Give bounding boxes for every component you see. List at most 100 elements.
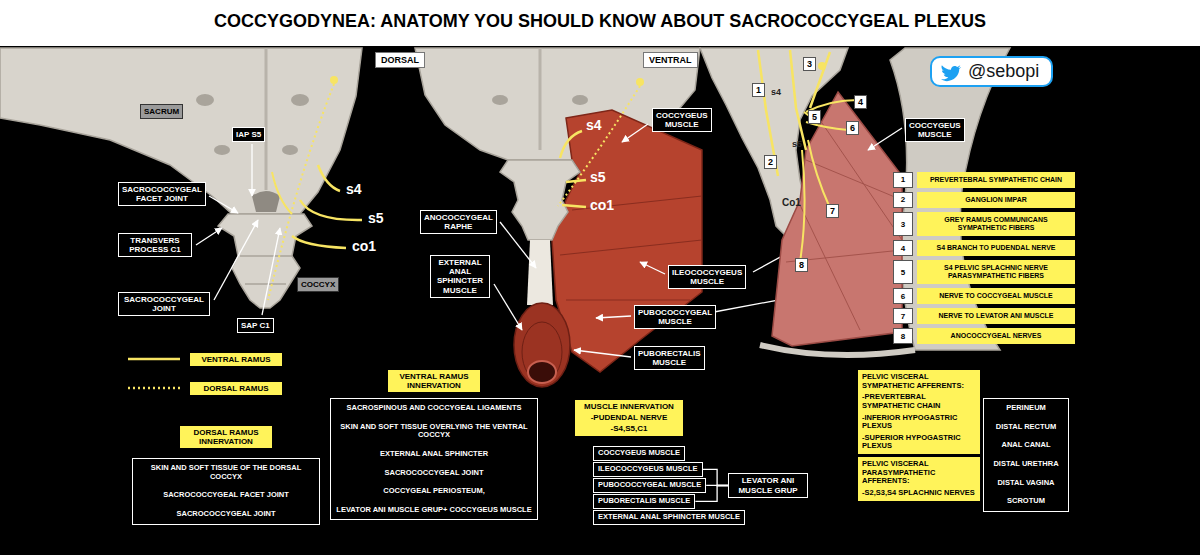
box-text: PUBOCOCCYGEAL MUSCLE xyxy=(638,308,712,326)
nerve-root-label: Co1 xyxy=(782,198,801,208)
dorsal-sacrum-figure xyxy=(0,48,362,315)
box-text: 3 xyxy=(901,220,905,229)
section-heading: VENTRAL RAMUS INNERVATION xyxy=(388,370,480,392)
bone-label: SACRUM xyxy=(140,104,183,119)
box-text: 1 xyxy=(756,85,761,95)
box-text: -INFERIOR HYPOGASTRIC PLEXUS xyxy=(862,414,976,431)
callout-number: 1 xyxy=(752,83,765,97)
box-text: 2 xyxy=(901,195,905,204)
box-text: SKIN AND SOFT TISSUE OVERLYING THE VENTR… xyxy=(336,423,532,440)
box-text: COCCYX xyxy=(301,280,335,289)
key-number: 4 xyxy=(893,240,913,256)
box-text: 6 xyxy=(901,292,905,301)
box-text: COCCYGEUS MUSCLE xyxy=(656,111,708,129)
box-text: 8 xyxy=(799,260,804,270)
bone-label: SAP C1 xyxy=(237,318,274,333)
section-heading: PELVIC VISCERAL PARASYMPATHETIC AFFERENT… xyxy=(858,457,980,501)
leader-line xyxy=(251,144,252,196)
box-text: LEVATOR ANI MUSCLE GRUP+ COCCYGEUS MUSCL… xyxy=(336,506,532,515)
box-text: DORSAL RAMUS INNERVATION xyxy=(183,428,269,446)
foramen-dot xyxy=(636,78,644,86)
muscle-label: PUBOCOCCYGEAL MUSCLE xyxy=(634,305,716,329)
box-text: COCCYGEUS MUSCLE xyxy=(598,449,680,458)
callout-number: 4 xyxy=(854,95,867,109)
section-heading: DORSAL RAMUS INNERVATION xyxy=(180,426,272,448)
anal-sphincter xyxy=(514,303,570,387)
box-text: EXTERNAL ANAL SPHINCTER xyxy=(336,450,532,459)
callout-number: 6 xyxy=(846,121,859,135)
legend-line-sample xyxy=(128,381,180,395)
box-text: -SUPERIOR HYPOGASTRIC PLEXUS xyxy=(862,434,976,451)
leader-line xyxy=(500,222,536,268)
callout-number: 3 xyxy=(803,57,816,71)
legend-entry: DORSAL RAMUS xyxy=(128,381,282,395)
sacral-foramen xyxy=(291,94,309,106)
box-text: 4 xyxy=(858,97,863,107)
nerve-root-label: s4 xyxy=(771,88,781,97)
muscle-item: ILEOCOCCYGEUS MUSCLE xyxy=(593,462,703,477)
box-text: SACROSPINOUS AND COCCYGEAL LIGAMENTS xyxy=(336,404,532,413)
muscle-item: COCCYGEUS MUSCLE xyxy=(593,446,685,461)
box-text: MUSCLE INNERVATION xyxy=(578,402,680,411)
muscle-border xyxy=(786,120,902,330)
sacral-foramen xyxy=(572,95,588,105)
sacral-foramen xyxy=(492,95,508,105)
box-text: VENTRAL RAMUS INNERVATION xyxy=(391,372,477,390)
sacrum-bone xyxy=(0,48,362,214)
box-text: ILEOCOCCYGEUS MUSCLE xyxy=(672,268,742,286)
box-text: GANGLION IMPAR xyxy=(920,196,1072,204)
box-text: SACROCOCCYGEAL JOINT xyxy=(122,295,206,313)
key-text: GANGLION IMPAR xyxy=(917,192,1075,208)
leader-line xyxy=(214,220,258,300)
coccyx-bone xyxy=(218,214,312,308)
box-text: -S4,S5,C1 xyxy=(578,424,680,433)
bird-icon xyxy=(941,65,961,81)
key-text: ANOCOCCYGEAL NERVES xyxy=(917,328,1075,344)
box-text: 3 xyxy=(807,59,812,69)
box-text: PUBORECTALIS MUSCLE xyxy=(598,497,690,506)
nerve-root-label: co1 xyxy=(352,239,376,253)
box-text: ANAL CANAL xyxy=(989,441,1063,450)
box-text: PERINEUM xyxy=(989,404,1063,413)
innervation-list: SACROSPINOUS AND COCCYGEAL LIGAMENTS SKIN… xyxy=(330,398,538,520)
box-text: DISTAL VAGINA xyxy=(989,479,1063,488)
box-text: S4 PELVIC SPLACHNIC NERVE PARASYMPATHETI… xyxy=(920,264,1072,280)
nerve-root-label: s4 xyxy=(346,182,362,196)
legend-text: DORSAL RAMUS xyxy=(190,382,282,395)
sacral-foramen xyxy=(196,94,214,106)
bracket-connector xyxy=(703,469,728,485)
box-text: GREY RAMUS COMMUNICANS SYMPATHETIC FIBER… xyxy=(920,216,1072,232)
leader-line xyxy=(494,284,522,330)
box-text: -PUDENDAL NERVE xyxy=(578,413,680,422)
diagram-title: COCCYGODYNEA: ANATOMY YOU SHOULD KNOW AB… xyxy=(0,11,1200,32)
coccyx-segment xyxy=(240,256,292,284)
box-text: ANOCOCCYGEAL NERVES xyxy=(920,332,1072,340)
leader-line xyxy=(596,316,631,318)
view-label: VENTRAL xyxy=(643,52,698,68)
box-text: 6 xyxy=(850,123,855,133)
box-text: PUBOCOCCYGEAL MUSCLE xyxy=(598,481,701,490)
sympathetic-chain xyxy=(758,50,778,176)
box-text: SKIN AND SOFT TISSUE OF THE DORSAL COCCY… xyxy=(138,464,314,481)
box-text: NERVE TO COCCYGEAL MUSCLE xyxy=(920,292,1072,300)
box-text: PELVIC VISCERAL SYMPATHETIC AFFERENTS: xyxy=(862,373,976,390)
legend-text: VENTRAL RAMUS xyxy=(190,353,282,366)
leader-line xyxy=(196,228,222,245)
callout-number: 7 xyxy=(826,204,839,218)
median-crest xyxy=(539,48,542,150)
box-text: SAP C1 xyxy=(241,321,270,330)
key-number: 2 xyxy=(893,192,913,208)
ventral-ramus xyxy=(300,200,362,220)
box-text: ANOCOCCYGEAL RAPHE xyxy=(424,213,493,231)
foramen-dot xyxy=(330,76,338,84)
box-text: 2 xyxy=(768,157,773,167)
leader-line xyxy=(622,124,648,142)
section-heading: PELVIC VISCERAL SYMPATHETIC AFFERENTS:-P… xyxy=(858,370,980,454)
title-band xyxy=(0,0,1200,46)
nerve-root-label: s5 xyxy=(590,170,606,184)
view-label: DORSAL xyxy=(375,52,425,68)
legend-line-sample xyxy=(128,387,180,390)
callout-number: 2 xyxy=(764,155,777,169)
box-text: COCCYGEUS MUSCLE xyxy=(909,121,961,139)
